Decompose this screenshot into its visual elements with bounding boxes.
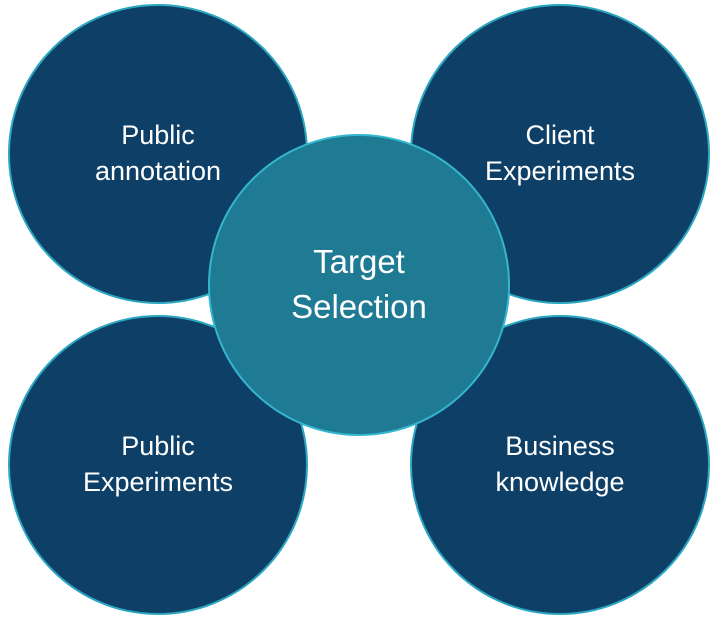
target-selection-label: Target Selection <box>291 243 427 325</box>
target-selection-circle: Target Selection <box>208 134 510 436</box>
client-experiments-label: Client Experiments <box>484 120 636 186</box>
business-knowledge-label: Business knowledge <box>495 431 625 497</box>
public-annotation-circle: Public annotation <box>8 4 308 304</box>
public-experiments-label: Public Experiments <box>82 431 234 497</box>
public-annotation-label: Public annotation <box>94 120 222 186</box>
